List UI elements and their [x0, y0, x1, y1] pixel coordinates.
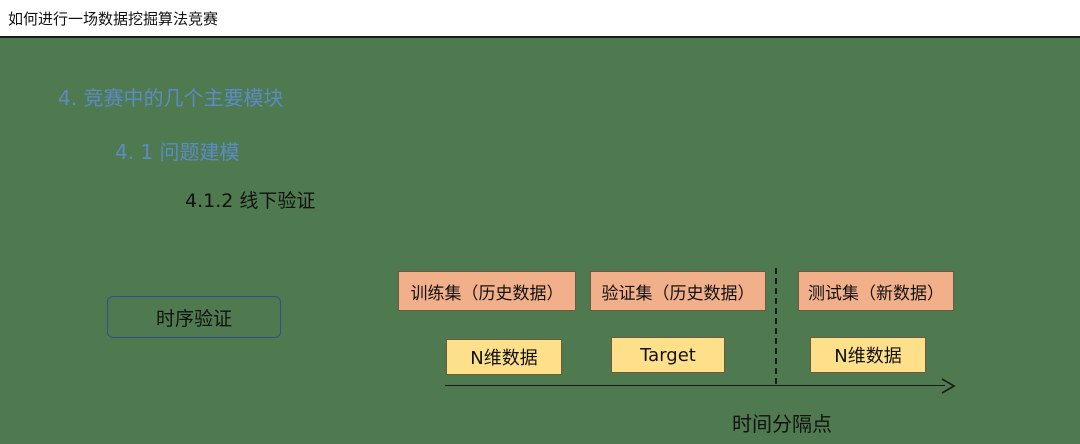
time-axis	[445, 385, 945, 386]
subsection-heading: 4. 1 问题建模	[115, 140, 240, 164]
target-box: Target	[611, 337, 725, 373]
header-bar: 如何进行一场数据挖掘算法竞赛	[0, 0, 1080, 38]
subsubsection-heading: 4.1.2 线下验证	[185, 190, 316, 212]
time-split-divider	[775, 268, 777, 384]
test-features-box: N维数据	[810, 337, 926, 373]
validation-set-box: 验证集（历史数据）	[590, 271, 766, 311]
arrow-right-icon	[941, 378, 956, 394]
time-split-label: 时间分隔点	[732, 412, 832, 436]
train-set-box: 训练集（历史数据）	[398, 271, 576, 311]
header-title: 如何进行一场数据挖掘算法竞赛	[8, 10, 219, 28]
section-heading: 4. 竞赛中的几个主要模块	[58, 86, 284, 110]
test-set-box: 测试集（新数据）	[798, 271, 954, 311]
sequential-validation-box: 时序验证	[107, 296, 281, 338]
train-features-box: N维数据	[446, 339, 562, 375]
